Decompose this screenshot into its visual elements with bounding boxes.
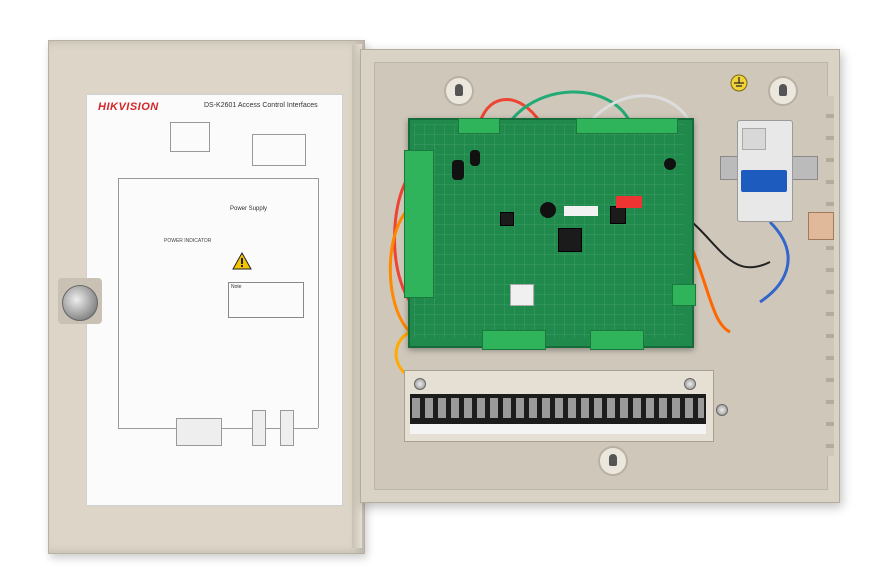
ground-symbol-icon	[730, 74, 748, 92]
breaker-switch[interactable]	[741, 170, 787, 192]
terminal-block	[672, 284, 696, 306]
diagram-terminal	[252, 410, 266, 446]
capacitor	[452, 160, 464, 180]
brand-logo: HIKVISION	[98, 101, 159, 113]
mounting-screw	[716, 404, 728, 416]
microcontroller-chip	[558, 228, 582, 252]
diagram-box	[170, 122, 210, 152]
terminal-block	[590, 330, 644, 350]
side-vents	[826, 96, 834, 456]
pcb-traces	[414, 124, 684, 338]
sheet-title: DS-K2601 Access Control Interfaces	[204, 102, 318, 109]
door-lock-cylinder[interactable]	[62, 285, 98, 321]
pcb-serial-sticker	[564, 206, 598, 216]
terminal-screws	[412, 398, 704, 418]
note-box	[228, 282, 304, 318]
relay	[510, 284, 534, 306]
mounting-screw	[684, 378, 696, 390]
diagram-box	[252, 134, 306, 166]
warning-triangle-icon	[232, 252, 252, 270]
cable-clamp	[808, 212, 834, 240]
mounting-keyhole	[768, 76, 798, 106]
note-heading: Note	[231, 284, 242, 290]
breaker-label	[742, 128, 766, 150]
door-hinge-edge	[352, 44, 362, 548]
diagram-line	[118, 178, 119, 428]
diagram-line	[118, 178, 318, 179]
diagram-terminal	[176, 418, 222, 446]
dip-switch[interactable]	[616, 196, 642, 208]
terminal-block	[404, 150, 434, 298]
controller-pcb	[408, 118, 694, 348]
diagram-line	[318, 178, 319, 428]
power-indicator-label: POWER INDICATOR	[164, 238, 212, 244]
capacitor	[470, 150, 480, 166]
mounting-keyhole	[444, 76, 474, 106]
mounting-screw	[414, 378, 426, 390]
terminal-block	[482, 330, 546, 350]
ic-chip	[500, 212, 514, 226]
capacitor	[664, 158, 676, 170]
terminal-strip-marker	[410, 424, 706, 434]
power-supply-heading: Power Supply	[230, 206, 268, 212]
mounting-keyhole	[598, 446, 628, 476]
terminal-block	[576, 118, 678, 134]
buzzer	[540, 202, 556, 218]
ic-chip	[610, 206, 626, 224]
diagram-terminal	[280, 410, 294, 446]
terminal-block	[458, 118, 500, 134]
